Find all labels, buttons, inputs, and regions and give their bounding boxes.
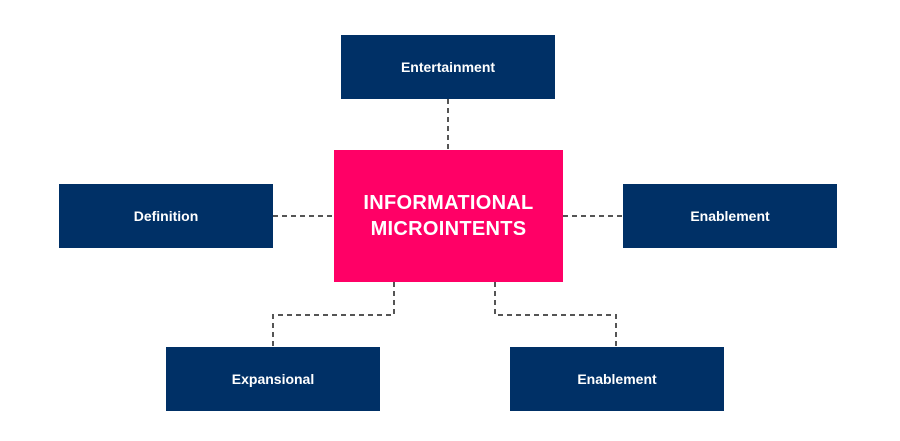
- node-label: Enablement: [577, 371, 657, 387]
- node-label: Enablement: [690, 208, 770, 224]
- node-label: Definition: [133, 208, 199, 224]
- node-label: Expansional: [231, 371, 315, 387]
- node-enablement-bottom: Enablement: [510, 347, 724, 411]
- node-entertainment: Entertainment: [341, 35, 555, 99]
- node-expansional: Expansional: [166, 347, 380, 411]
- connector-bottom-left: [272, 282, 395, 347]
- center-node: INFORMATIONAL MICROINTENTS: [334, 150, 563, 282]
- connector-bottom-right: [494, 282, 617, 347]
- center-title-line-1: INFORMATIONAL: [363, 192, 534, 214]
- node-definition: Definition: [59, 184, 273, 248]
- node-enablement-right: Enablement: [623, 184, 837, 248]
- center-title-line-2: MICROINTENTS: [370, 218, 527, 240]
- node-label: Entertainment: [400, 59, 496, 75]
